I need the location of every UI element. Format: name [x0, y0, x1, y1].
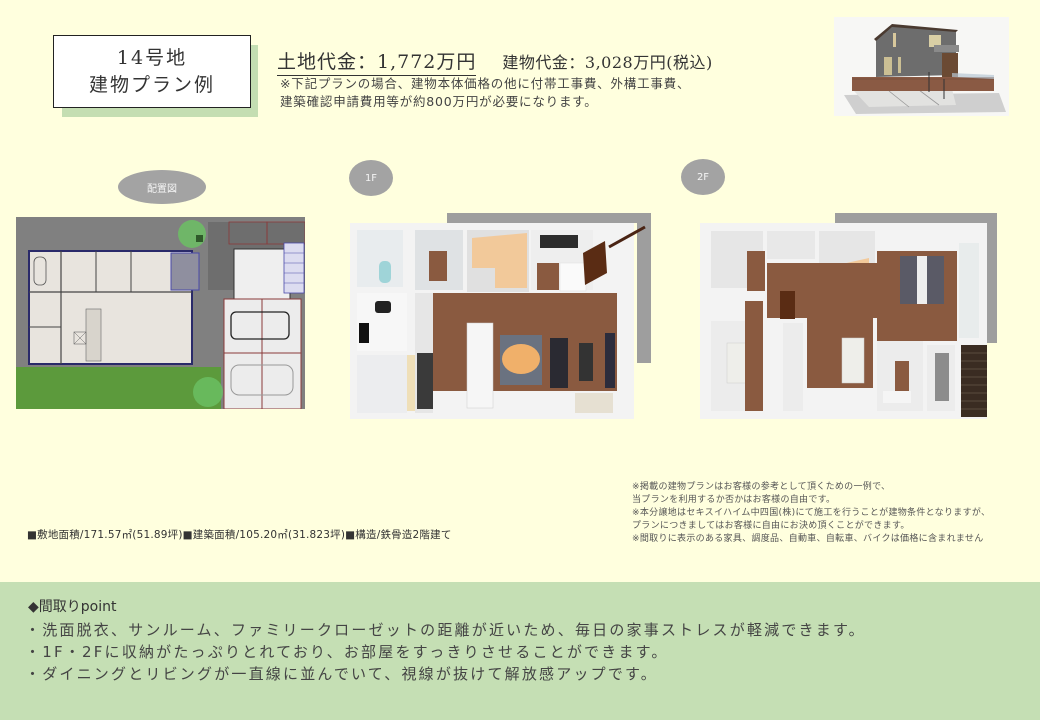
points-title: ◆間取りpoint: [28, 599, 117, 615]
price-note-line: ※下記プランの場合、建物本体価格の他に付帯工事費、外構工事費、: [280, 76, 691, 91]
property-specs: ■敷地面積/171.57㎡(51.89坪)■建築面積/105.20㎡(31.82…: [27, 529, 452, 541]
lot-number: 14号地: [116, 46, 188, 69]
price-row: 土地代金：1,772万円 建物代金：3,028万円(税込): [277, 47, 713, 76]
point-item: ・ダイニングとリビングが一直線に並んでいて、視線が抜けて解放感アップです。: [25, 665, 658, 683]
floor2-label: 2F: [681, 159, 725, 195]
plan-subtitle: 建物プラン例: [88, 73, 215, 96]
point-item: ・洗面脱衣、サンルーム、ファミリークローゼットの距離が近いため、毎日の家事ストレ…: [25, 621, 866, 639]
floor2-plan-image: [697, 213, 1010, 421]
floor1-plan-image: [347, 213, 651, 421]
disclaimer-line: ※掲載の建物プランはお客様の参考として頂くための一例で、: [632, 482, 891, 492]
point-item: ・1F・2Fに収納がたっぷりとれており、お部屋をすっきりさせることができます。: [25, 643, 669, 661]
land-price: 土地代金：1,772万円: [277, 47, 477, 76]
exterior-rendering-image: [834, 17, 1009, 116]
price-note: ※下記プランの場合、建物本体価格の他に付帯工事費、外構工事費、 建築確認申請費用…: [280, 75, 690, 111]
disclaimer-line: プランにつきましてはお客様に自由にお決め頂くことができます。: [632, 521, 910, 531]
building-price: 建物代金：3,028万円(税込): [502, 53, 713, 72]
floor1-label: 1F: [349, 160, 393, 196]
site-plan-label: 配置図: [118, 170, 206, 204]
title-box: 14号地 建物プラン例: [53, 35, 251, 108]
points-list: ・洗面脱衣、サンルーム、ファミリークローゼットの距離が近いため、毎日の家事ストレ…: [25, 619, 866, 685]
floorplan-points-panel: ◆間取りpoint ・洗面脱衣、サンルーム、ファミリークローゼットの距離が近いた…: [0, 582, 1040, 720]
price-note-line: 建築確認申請費用等が約800万円が必要になります。: [280, 94, 598, 109]
disclaimer-notes: ※掲載の建物プランはお客様の参考として頂くための一例で、 当プランを利用するか否…: [632, 481, 990, 546]
disclaimer-line: 当プランを利用するか否かはお客様の自由です。: [632, 495, 836, 505]
disclaimer-line: ※本分譲地はセキスイハイム中四国(株)にて施工を行うことが建物条件となりますが、: [632, 508, 991, 518]
disclaimer-line: ※間取りに表示のある家具、調度品、自動車、自転車、バイクは価格に含まれません: [632, 534, 984, 544]
site-plan-image: [16, 217, 305, 409]
